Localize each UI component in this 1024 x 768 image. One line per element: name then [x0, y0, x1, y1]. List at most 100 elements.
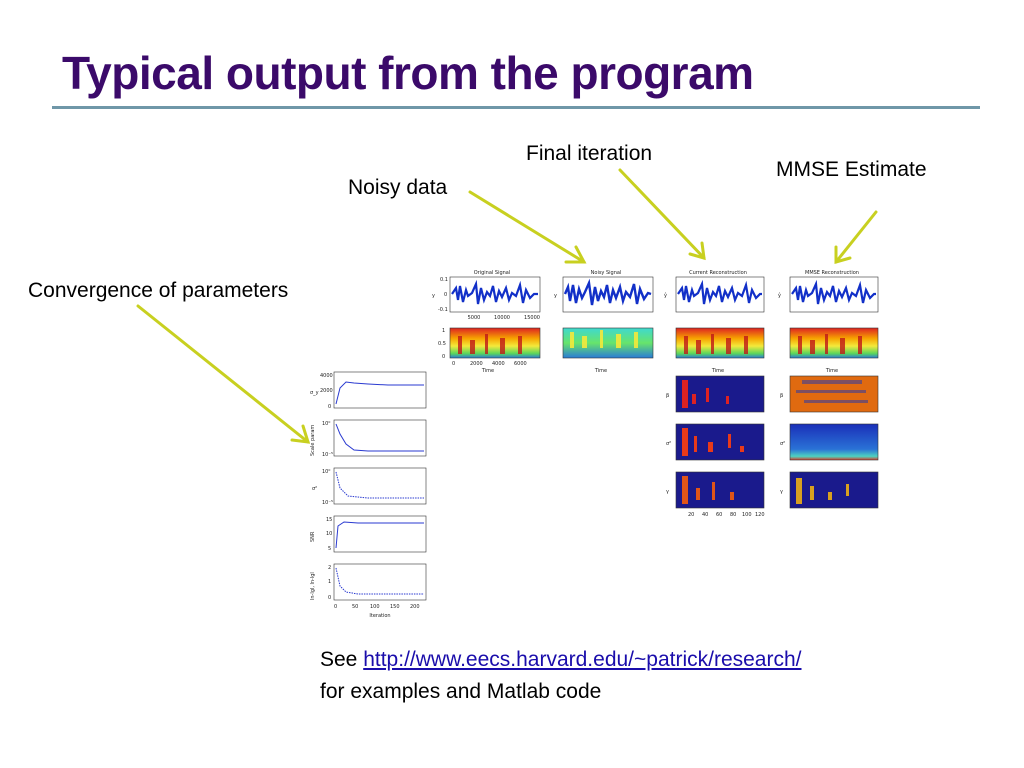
matrix-xtick-4: 80 [730, 512, 736, 516]
footer-note: See http://www.eecs.harvard.edu/~patrick… [320, 644, 802, 708]
conv3-ytick-1: 10⁰ [322, 469, 330, 475]
matrix-ylabel-sigma-mmse: σ² [780, 441, 785, 447]
waveform-original-trace [451, 279, 538, 305]
gamma-map-mmse [789, 471, 879, 509]
beta-map-current-spots [682, 380, 729, 408]
arrow-mmse-estimate [834, 210, 878, 264]
panel-title-noisy: Noisy Signal [591, 270, 622, 276]
spectrogram-noisy-blobs [570, 330, 638, 348]
conv5-ytick-2: 1 [328, 579, 331, 585]
conv3-ylabel: σ² [312, 486, 317, 492]
panel-title-mmse: MMSE Reconstruction [805, 270, 859, 276]
gamma-map-mmse-spots [796, 478, 849, 504]
matrix-xtick-6: 120 [755, 512, 765, 516]
callout-mmse-estimate: MMSE Estimate [776, 158, 927, 181]
matrix-ylabel-gamma-mmse: γ [780, 489, 783, 495]
panel-title-original: Original Signal [474, 270, 511, 276]
matrix-ylabel-sigma-current: σ² [666, 441, 671, 447]
wave-ytick-3: -0.1 [438, 307, 448, 313]
coefficient-maps-current [675, 375, 765, 509]
conv2-ylabel: Scale param [310, 425, 316, 456]
waveform-mmse-trace [791, 279, 876, 305]
conv-xtick-1: 0 [334, 604, 337, 610]
sigma-map-current [675, 423, 765, 461]
spec-xtick-2: 2000 [470, 361, 483, 367]
conv2-ytick-2: 10⁻⁵ [322, 452, 333, 458]
wave-ylabel-4: ŷ [778, 292, 781, 299]
matrix-xtick-5: 100 [742, 512, 752, 516]
spectrogram-original-blobs [458, 334, 522, 354]
conv4-ytick-2: 10 [326, 531, 332, 537]
sigma-map-current-spots [682, 428, 744, 456]
sigma-map-mmse [789, 423, 879, 461]
spectrogram-mmse-blobs [798, 334, 862, 354]
conv1-ytick-1: 4000 [320, 373, 333, 379]
panel-title-current: Current Reconstruction [689, 270, 747, 276]
beta-map-current [675, 375, 765, 413]
conv4-ytick-1: 15 [326, 517, 332, 523]
spec-ytick-3: 0 [442, 354, 445, 360]
convergence-panel-2: 10⁰ 10⁻⁵ Scale param [310, 419, 427, 458]
callout-final-iteration: Final iteration [526, 142, 653, 165]
convergence-panel-3: 10⁰ 10⁻⁵ σ² [312, 467, 427, 506]
arrowhead-convergence [290, 424, 311, 444]
wave-ylabel-2: y [554, 293, 557, 299]
wave-xtick-2: 10000 [494, 315, 510, 321]
gamma-map-current-spots [682, 476, 734, 504]
spectrogram-current [675, 327, 765, 359]
research-link[interactable]: http://www.eecs.harvard.edu/~patrick/res… [363, 648, 802, 671]
arrow-final-iteration [618, 168, 706, 260]
footer-suffix: for examples and Matlab code [320, 680, 602, 703]
matrix-ylabel-gamma-current: γ [666, 489, 669, 495]
arrowhead-mmse-estimate [834, 245, 852, 264]
convergence-panel-1: 4000 2000 0 σ_y [310, 371, 427, 410]
waveform-current-trace [677, 279, 762, 305]
callout-convergence: Convergence of parameters [28, 279, 289, 302]
spectrogram-mmse [789, 327, 879, 359]
spec-xlabel-1: Time [481, 368, 494, 374]
wave-xtick-1: 5000 [468, 315, 481, 321]
footer-prefix: See [320, 648, 364, 671]
conv5-ytick-1: 2 [328, 565, 331, 571]
waveform-noisy-trace [563, 278, 652, 306]
spec-xlabel-2: Time [594, 368, 607, 374]
convergence-figure: 4000 2000 0 σ_y 10⁰ 10⁻⁵ Scale param 10⁰… [310, 371, 427, 619]
matrix-xtick-1: 20 [688, 512, 694, 516]
spectrogram-current-blobs [684, 334, 748, 354]
conv1-ytick-3: 0 [328, 404, 331, 410]
conv-xtick-5: 200 [410, 604, 420, 610]
conv2-ytick-1: 10⁰ [322, 421, 330, 427]
matrix-xtick-3: 60 [716, 512, 722, 516]
spec-xtick-3: 4000 [492, 361, 505, 367]
matrix-ylabel-beta-mmse: β [780, 393, 783, 399]
arrow-convergence [136, 304, 310, 444]
spec-xlabel-3: Time [711, 368, 724, 374]
conv4-ytick-3: 5 [328, 546, 331, 552]
beta-map-mmse-noise [796, 380, 868, 403]
spec-ytick-1: 1 [442, 328, 445, 334]
conv-xlabel: Iteration [369, 613, 390, 619]
callout-noisy-data: Noisy data [348, 176, 448, 199]
convergence-panel-4: 15 10 5 SNR [310, 515, 427, 553]
conv-xtick-3: 100 [370, 604, 380, 610]
conv3-ytick-2: 10⁻⁵ [322, 500, 333, 506]
reconstruction-figure: Original Signal 0.1 0 -0.1 y 5000 10000 … [432, 270, 879, 516]
conv5-ylabel: ln-lgl, ln-lgl [310, 572, 316, 600]
slide-title: Typical output from the program [62, 47, 754, 99]
arrowhead-noisy-data [564, 245, 587, 264]
spec-xtick-4: 6000 [514, 361, 527, 367]
wave-ylabel-1: y [432, 293, 435, 299]
matrix-xtick-2: 40 [702, 512, 708, 516]
spectrogram-noisy [562, 327, 654, 359]
wave-xtick-3: 15000 [524, 315, 540, 321]
conv-xtick-4: 150 [390, 604, 400, 610]
arrow-noisy-data [468, 190, 586, 264]
wave-ylabel-3: ŷ [664, 292, 667, 299]
arrowhead-final-iteration [688, 241, 706, 261]
conv1-ylabel: σ_y [310, 390, 319, 396]
conv-xtick-2: 50 [352, 604, 358, 610]
spec-xlabel-4: Time [825, 368, 838, 374]
spec-xtick-1: 0 [452, 361, 455, 367]
gamma-map-current [675, 471, 765, 509]
